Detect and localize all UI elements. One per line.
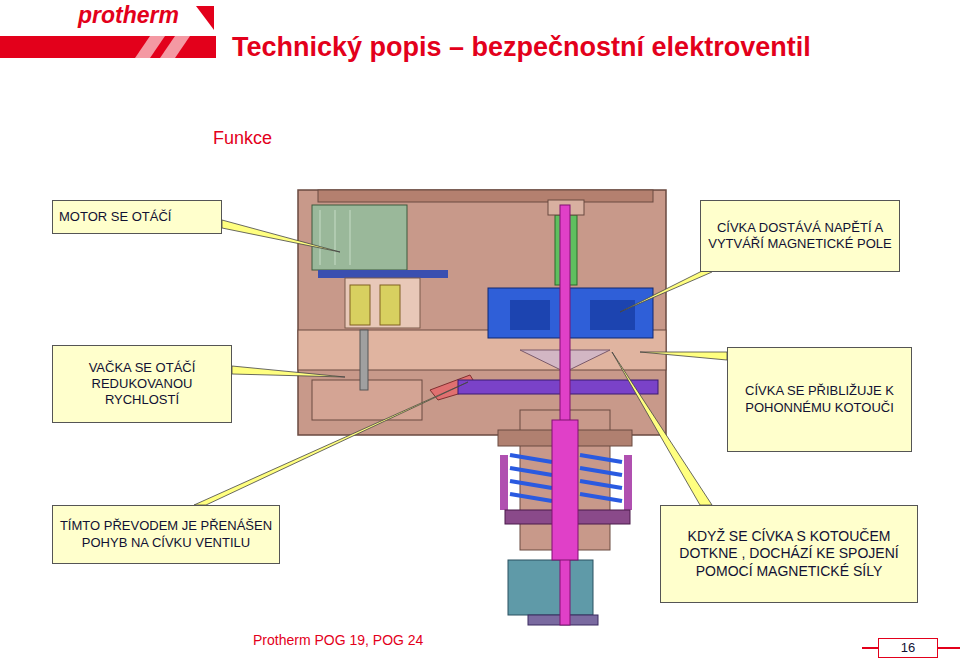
logo-text: protherm [78, 2, 179, 29]
callout-text: MOTOR SE OTÁČÍ [59, 209, 215, 225]
callout-text: TÍMTO PŘEVODEM JE PŘENÁŠEN POHYB NA CÍVK… [59, 518, 273, 551]
footer-text: Protherm POG 19, POG 24 [253, 632, 423, 648]
callout-text: CÍVKA DOSTÁVÁ NAPĚTÍ A VYTVÁŘÍ MAGNETICK… [707, 220, 893, 253]
callout-box: TÍMTO PŘEVODEM JE PŘENÁŠEN POHYB NA CÍVK… [52, 505, 280, 564]
callout-box: MOTOR SE OTÁČÍ [52, 200, 222, 234]
leader-lines [194, 220, 727, 505]
page-number-box: 16 [878, 638, 938, 658]
logo-swoosh [196, 6, 214, 30]
callout-box: CÍVKA SE PŘIBLIŽUJE K POHONNÉMU KOTOUČI [727, 347, 912, 452]
logo-stripe [135, 36, 165, 58]
callout-box: KDYŽ SE CÍVKA S KOTOUČEM DOTKNE , DOCHÁZ… [660, 505, 918, 603]
callout-box: CÍVKA DOSTÁVÁ NAPĚTÍ A VYTVÁŘÍ MAGNETICK… [700, 200, 900, 272]
logo-stripe [160, 36, 190, 58]
section-heading: Funkce [213, 128, 272, 149]
callout-text: VAČKA SE OTÁČÍ REDUKOVANOU RYCHLOSTÍ [59, 360, 225, 409]
callout-text: 16 [885, 640, 931, 656]
callout-text: KDYŽ SE CÍVKA S KOTOUČEM DOTKNE , DOCHÁZ… [667, 528, 911, 581]
callout-text: CÍVKA SE PŘIBLIŽUJE K POHONNÉMU KOTOUČI [734, 383, 905, 416]
callout-box: VAČKA SE OTÁČÍ REDUKOVANOU RYCHLOSTÍ [52, 345, 232, 423]
valve-body [298, 190, 666, 625]
slide-title: Technický popis – bezpečnostní elektrove… [232, 32, 811, 63]
logo-band [0, 36, 216, 58]
